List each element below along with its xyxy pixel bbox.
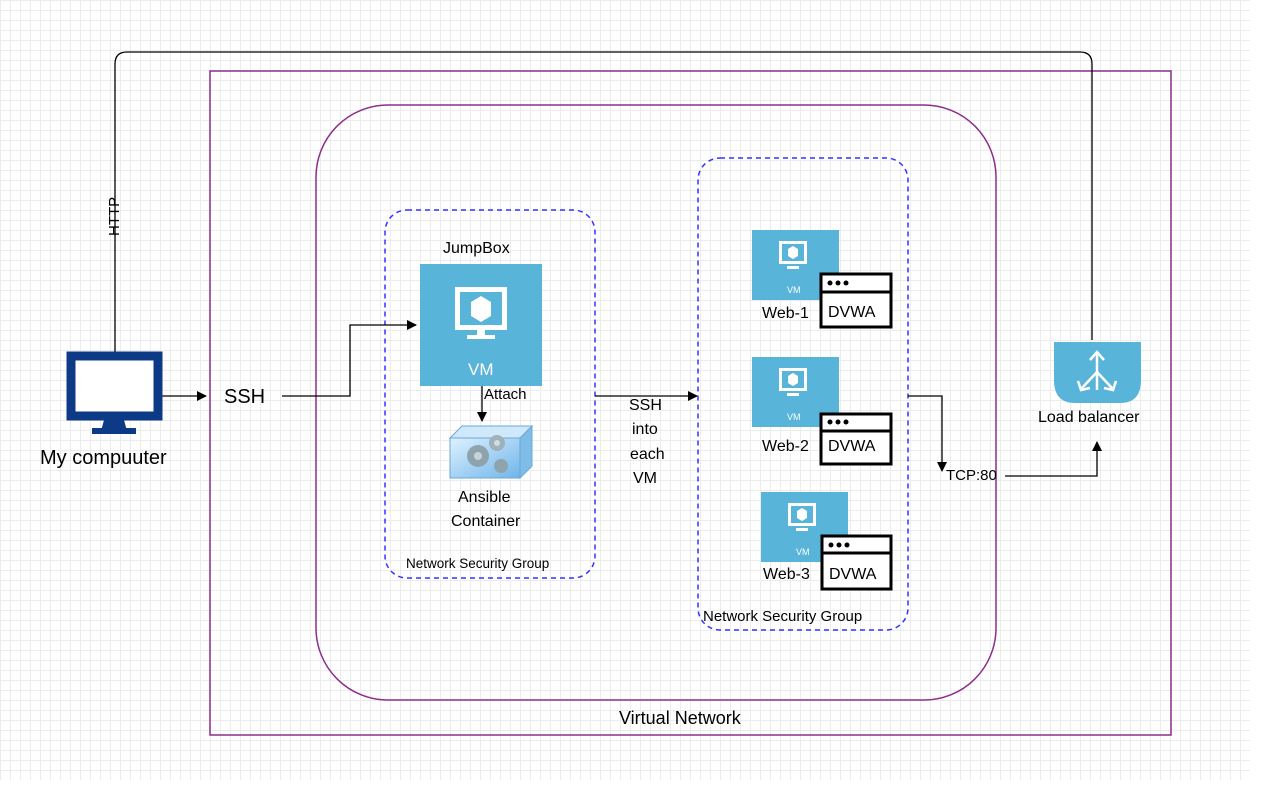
ssh-each-line1: SSH	[629, 397, 662, 414]
jumpbox-nsg-boundary	[384, 209, 596, 579]
web-2-server	[752, 357, 893, 466]
ssh-each-line2: into	[632, 421, 658, 438]
load-balancer-icon	[1054, 342, 1141, 403]
jumpbox-title: JumpBox	[443, 240, 510, 257]
ssh-each-line3: each	[630, 446, 665, 463]
web-3-server	[761, 492, 893, 591]
web-1-vm-badge: VM	[787, 285, 801, 295]
ssh-label: SSH	[224, 386, 266, 408]
web-1-server	[752, 230, 893, 329]
computer-label: My compuuter	[40, 447, 167, 469]
web-2-label: Web-2	[762, 438, 809, 455]
grid-background	[0, 0, 1250, 780]
http-label: HTTP	[106, 196, 123, 236]
ansible-label-line2: Container	[451, 513, 521, 530]
web-nsg-boundary	[697, 157, 909, 631]
web-3-label: Web-3	[763, 566, 810, 583]
ansible-container-icon	[448, 424, 534, 480]
jumpbox-nsg-label: Network Security Group	[406, 556, 550, 571]
subnet-boundary	[315, 104, 997, 701]
attach-label: Attach	[484, 386, 527, 403]
ssh-to-jumpbox-arrow	[282, 320, 417, 397]
ansible-label-line1: Ansible	[458, 489, 511, 506]
http-connector	[114, 51, 1093, 355]
virtual-network-boundary	[209, 70, 1172, 736]
web-2-app-label: DVWA	[828, 438, 876, 455]
computer-monitor-icon	[66, 351, 163, 434]
jumpbox-vm-label: VM	[468, 360, 494, 379]
web-2-vm-badge: VM	[787, 412, 801, 422]
tcp-label: TCP:80	[946, 467, 997, 484]
web-1-app-label: DVWA	[828, 304, 876, 321]
load-balancer-label: Load balancer	[1038, 409, 1140, 426]
web-nsg-label: Network Security Group	[703, 608, 863, 625]
virtual-network-label: Virtual Network	[619, 708, 741, 728]
tcp-to-loadbalancer-arrow	[1005, 441, 1102, 477]
ssh-each-line4: VM	[633, 470, 657, 487]
web-1-label: Web-1	[762, 305, 809, 322]
web-3-vm-badge: VM	[796, 547, 810, 557]
jumpbox-vm-icon	[420, 264, 542, 386]
web-3-app-label: DVWA	[829, 566, 877, 583]
web-to-tcp-arrow	[908, 395, 947, 472]
